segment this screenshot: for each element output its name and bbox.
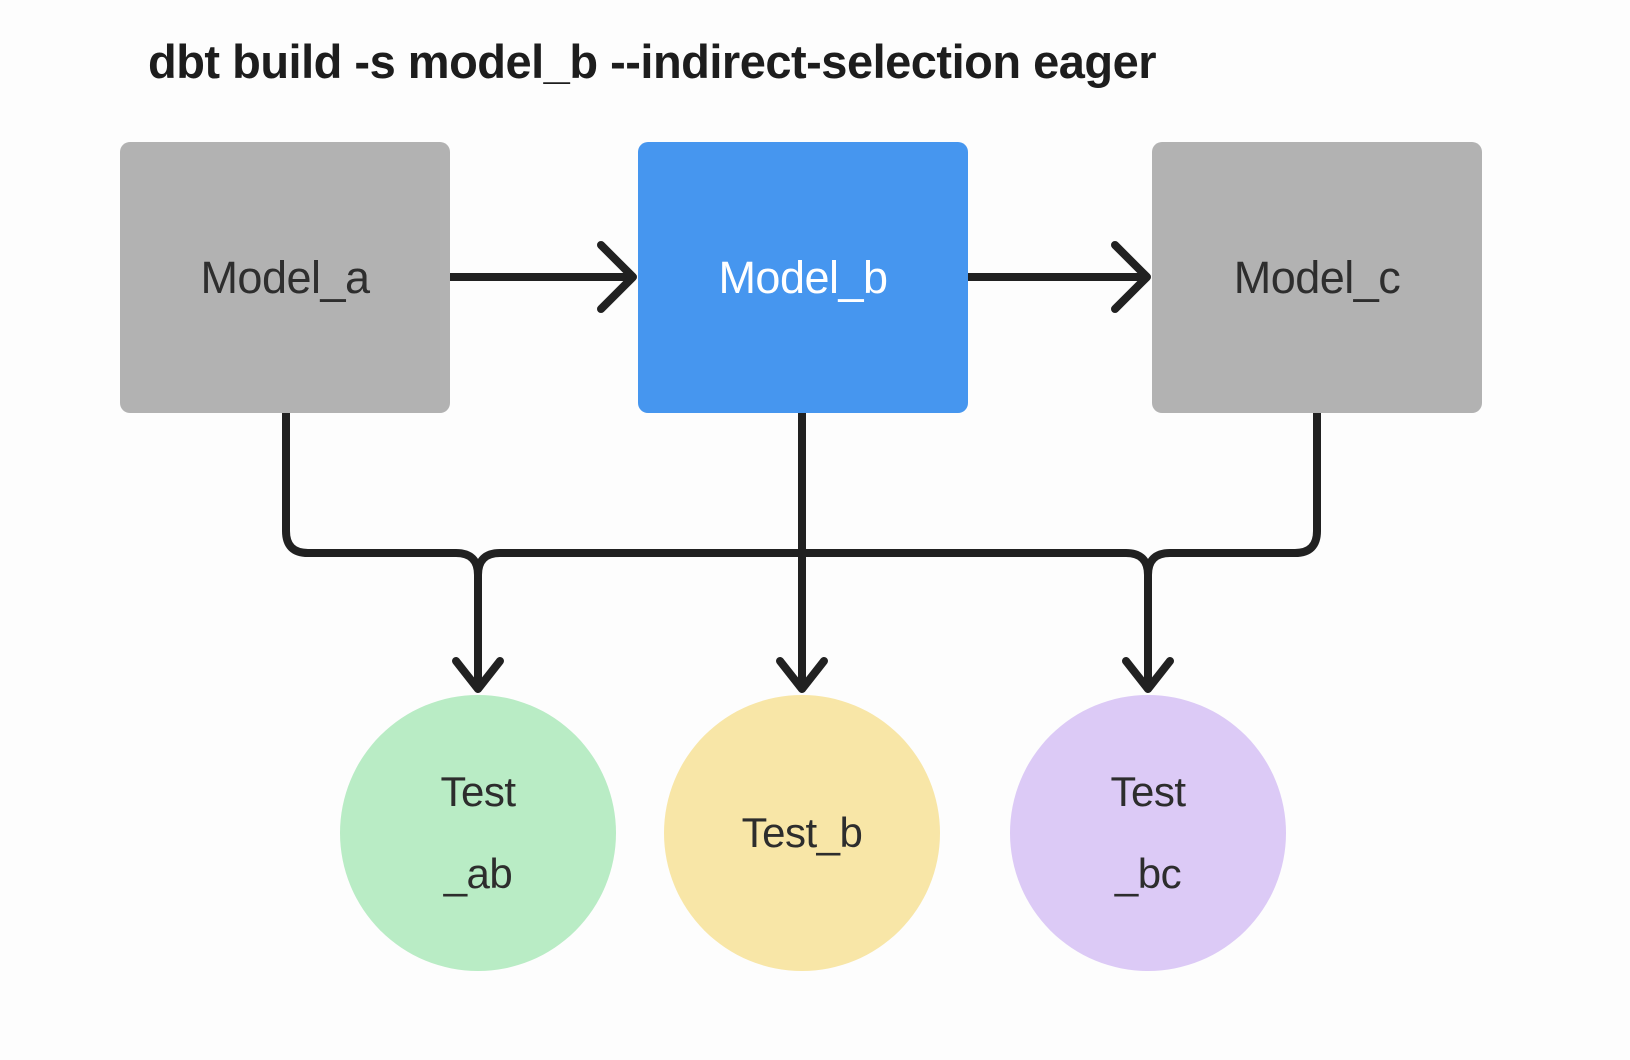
node-test-b-label: Test_b: [741, 809, 863, 857]
node-model-a: Model_a: [120, 142, 450, 413]
node-model-c-label: Model_c: [1233, 251, 1401, 303]
node-test-bc: Test _bc: [1010, 695, 1286, 971]
edge-model_c-test_bc-line: [1144, 409, 1321, 688]
node-model-b: Model_b: [638, 142, 968, 413]
node-test-ab: Test _ab: [340, 695, 616, 971]
node-model-b-label: Model_b: [718, 251, 888, 303]
edge-model_a-test_ab-line: [282, 409, 482, 688]
edge-model_a-model_b-arrowhead-icon: [597, 241, 637, 313]
node-model-c: Model_c: [1152, 142, 1482, 413]
node-model-a-label: Model_a: [200, 251, 370, 303]
edge-test_b-arrowhead-icon: [776, 657, 828, 693]
diagram-title: dbt build -s model_b --indirect-selectio…: [148, 35, 1157, 88]
edge-test_ab-arrowhead-icon: [452, 657, 504, 693]
edge-model_b-test_ab-line: [474, 549, 806, 579]
edge-model_b-test_bc-line: [798, 549, 1152, 579]
node-test-b: Test_b: [664, 695, 940, 971]
edge-test_bc-arrowhead-icon: [1122, 657, 1174, 693]
node-test-bc-label: Test _bc: [1110, 768, 1186, 897]
edge-model_b-model_c-arrowhead-icon: [1111, 241, 1151, 313]
node-test-ab-label: Test _ab: [440, 768, 516, 897]
